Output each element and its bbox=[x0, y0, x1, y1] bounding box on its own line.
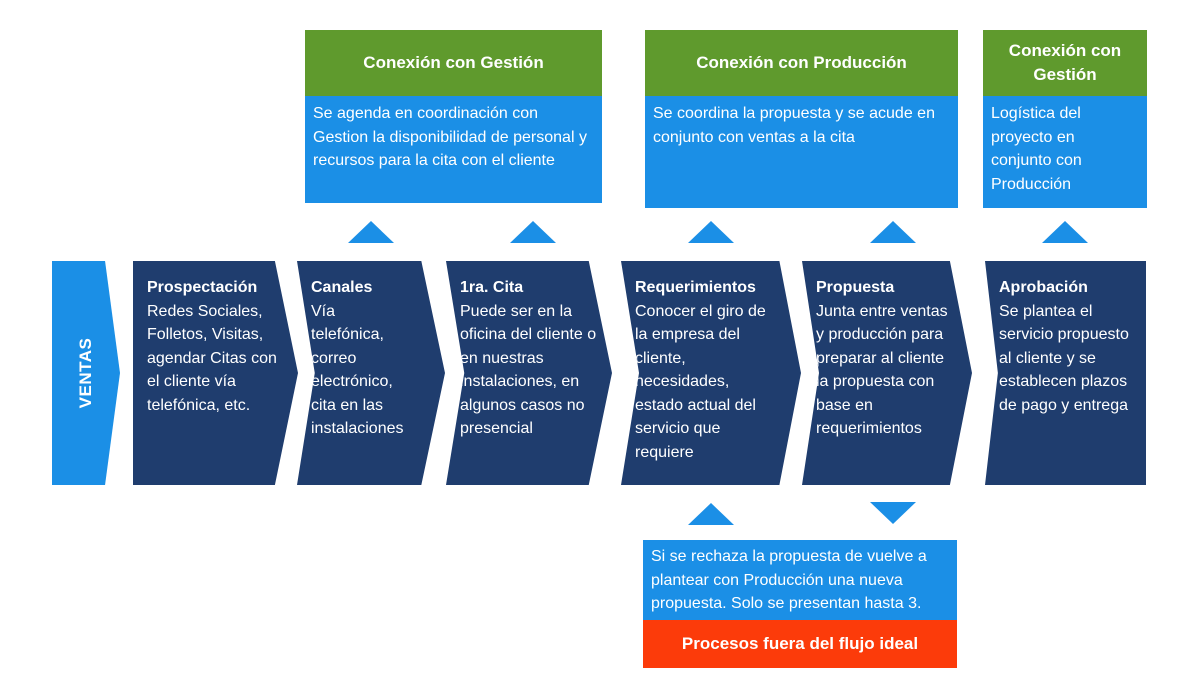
step-text: Conocer el giro de la empresa del client… bbox=[635, 302, 766, 461]
arrow-up-icon bbox=[1042, 221, 1088, 243]
step-title: Aprobación bbox=[999, 279, 1088, 296]
arrow-down-icon bbox=[870, 502, 916, 524]
arrow-up-icon bbox=[688, 221, 734, 243]
connection-header-gestion-1: Conexión con Gestión bbox=[305, 30, 602, 96]
step-title: 1ra. Cita bbox=[460, 279, 524, 296]
step-prospectacion: Prospectación Redes Sociales, Folletos, … bbox=[133, 261, 298, 485]
connection-body-produccion: Se coordina la propuesta y se acude en c… bbox=[645, 96, 958, 208]
step-canales: Canales Vía telefónica, correo electróni… bbox=[297, 261, 445, 485]
step-requerimientos: Requerimientos Conocer el giro de la emp… bbox=[621, 261, 801, 485]
ventas-arrow: VENTAS bbox=[52, 261, 120, 485]
arrow-up-icon bbox=[348, 221, 394, 243]
step-propuesta: Propuesta Junta entre ventas y producció… bbox=[802, 261, 972, 485]
step-text: Puede ser en la oficina del cliente o en… bbox=[460, 302, 597, 438]
step-aprobacion: Aprobación Se plantea el servicio propue… bbox=[985, 261, 1146, 485]
rejection-loop-note: Si se rechaza la propuesta de vuelve a p… bbox=[643, 540, 957, 620]
outside-flow-label: Procesos fuera del flujo ideal bbox=[643, 620, 957, 668]
connection-body-gestion-1: Se agenda en coordinación con Gestion la… bbox=[305, 96, 602, 203]
step-title: Prospectación bbox=[147, 279, 258, 296]
arrow-up-icon bbox=[870, 221, 916, 243]
step-text: Junta entre ventas y producción para pre… bbox=[816, 302, 948, 438]
step-text: Redes Sociales, Folletos, Visitas, agend… bbox=[147, 302, 277, 414]
step-title: Requerimientos bbox=[635, 279, 756, 296]
connection-header-produccion: Conexión con Producción bbox=[645, 30, 958, 96]
connection-body-gestion-2: Logística del proyecto en conjunto con P… bbox=[983, 96, 1147, 208]
step-primera-cita: 1ra. Cita Puede ser en la oficina del cl… bbox=[446, 261, 612, 485]
step-text: Se plantea el servicio propuesto al clie… bbox=[999, 302, 1129, 414]
step-title: Canales bbox=[311, 279, 373, 296]
arrow-up-icon bbox=[688, 503, 734, 525]
ventas-label: VENTAS bbox=[76, 337, 95, 409]
arrow-up-icon bbox=[510, 221, 556, 243]
step-text: Vía telefónica, correo electrónico, cita… bbox=[311, 302, 404, 438]
step-title: Propuesta bbox=[816, 279, 895, 296]
connection-header-gestion-2: Conexión con Gestión bbox=[983, 30, 1147, 96]
